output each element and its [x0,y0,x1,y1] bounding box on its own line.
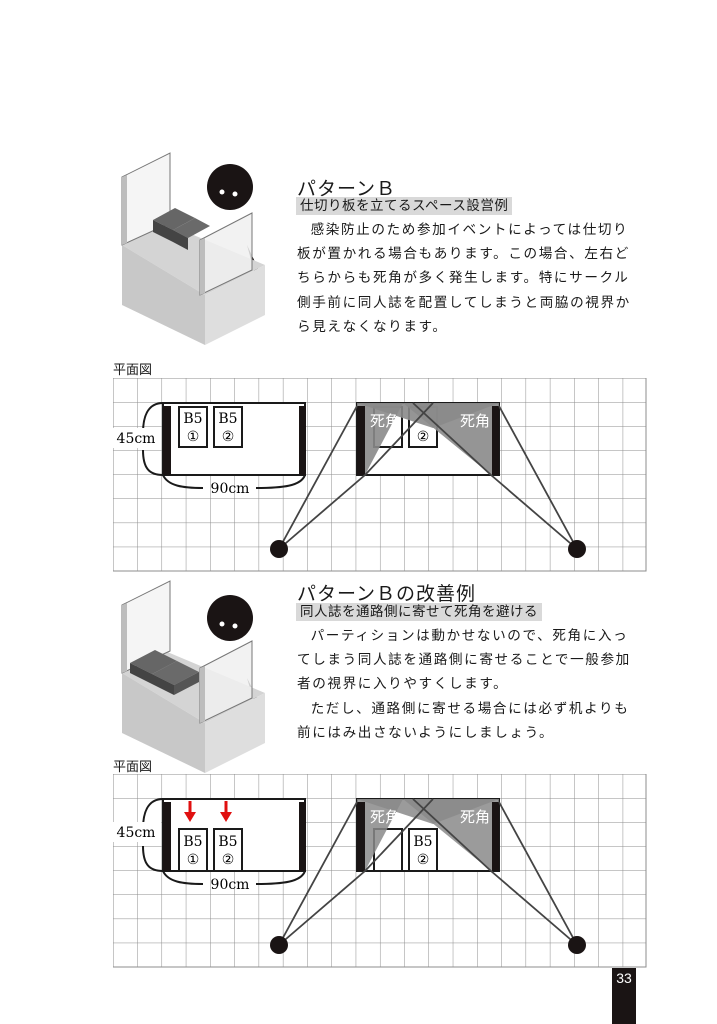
visitor-right-marker [568,540,586,558]
section2-paragraph-1: パーティションは動かせないので、死角に入ってしまう同人誌を通路側に寄せることで一… [297,628,631,693]
section1-body: 感染防止のため参加イベントによっては仕切り板が置かれる場合もあります。この場合、… [297,218,642,339]
section2-body: パーティションは動かせないので、死角に入ってしまう同人誌を通路側に寄せることで一… [297,624,642,745]
section2-title: パターンＢの改善例 [297,583,477,605]
book2-num: ② [222,429,235,445]
book1-num: ① [187,429,200,445]
width-label: 90cm [211,877,250,893]
book2-size-right: B5 [413,834,432,850]
section2-plan-label: 平面図 [113,760,153,775]
visitor-right-marker [568,936,586,954]
depth-label: 45cm [117,825,156,841]
book2-num-right: ② [417,852,430,868]
blind-spot-left-label: 死角 [370,808,400,826]
section2-subtitle: 同人誌を通路側に寄せて死角を避ける [296,603,542,621]
move-down-arrow-icon [184,801,196,822]
booth-illustration-improved [121,580,265,773]
booth-illustration-pattern-b [121,152,265,345]
section1-title: パターンＢ [297,178,397,200]
book1-size: B5 [183,411,202,427]
section2-paragraph-2: ただし、通路側に寄せる場合には必ず机よりも前にはみ出さないようにしましょう。 [297,700,630,741]
page-number: 33 [612,968,636,1024]
plan-diagram-pattern-b: B5 ① B5 ② 45cm 90cm ② 死角 死角 [113,378,647,572]
section1-plan-label: 平面図 [113,363,153,378]
book2-size: B5 [218,411,237,427]
blind-spot-left-label: 死角 [370,412,400,430]
width-label: 90cm [211,481,250,497]
book2-num: ② [222,852,235,868]
depth-label: 45cm [117,431,156,447]
book2-num-right: ② [417,429,430,445]
visitor-left-marker [270,936,288,954]
blind-spot-right-label: 死角 [460,412,490,430]
visitor-left-marker [270,540,288,558]
move-down-arrow-icon [220,801,232,822]
section1-paragraph: 感染防止のため参加イベントによっては仕切り板が置かれる場合もあります。この場合、… [297,222,631,335]
book1-num: ① [187,852,200,868]
blind-spot-right-label: 死角 [460,808,490,826]
book2-size: B5 [218,834,237,850]
section1-subtitle: 仕切り板を立てるスペース設営例 [296,197,513,215]
book1-size: B5 [183,834,202,850]
plan-diagram-improved: B5 ① B5 ② 45cm 90cm B5 ② 死角 死角 [113,774,647,968]
